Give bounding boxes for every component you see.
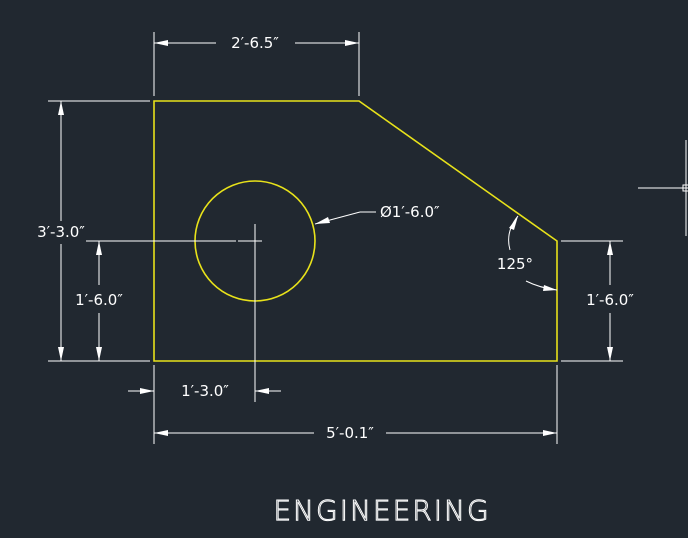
hole-center-mark (238, 224, 262, 402)
drawing-title: ENGINEERING (273, 494, 490, 527)
total-height-dimension: 3′-3.0″ (37, 100, 150, 362)
angle-dimension: 125° (497, 215, 558, 291)
total-width-dimension: 5′-0.1″ (153, 365, 558, 444)
hole-diameter-label: Ø1′-6.0″ (380, 203, 440, 221)
hole-center-height-dimension: 1′-6.0″ (75, 240, 236, 361)
part-outline (153, 100, 558, 362)
hole-center-height-label: 1′-6.0″ (75, 291, 123, 309)
top-width-label: 2′-6.5″ (231, 34, 279, 52)
top-width-dimension: 2′-6.5″ (153, 32, 360, 96)
total-width-label: 5′-0.1″ (326, 424, 374, 442)
hole-center-offset-dimension: 1′-3.0″ (128, 365, 281, 404)
hole-diameter-leader: Ø1′-6.0″ (314, 203, 440, 225)
right-height-label: 1′-6.0″ (586, 291, 634, 309)
crosshair-cursor-icon (638, 140, 688, 236)
hole-center-offset-label: 1′-3.0″ (181, 382, 229, 400)
angle-label: 125° (497, 255, 533, 273)
total-height-label: 3′-3.0″ (37, 223, 85, 241)
right-height-dimension: 1′-6.0″ (561, 240, 634, 362)
